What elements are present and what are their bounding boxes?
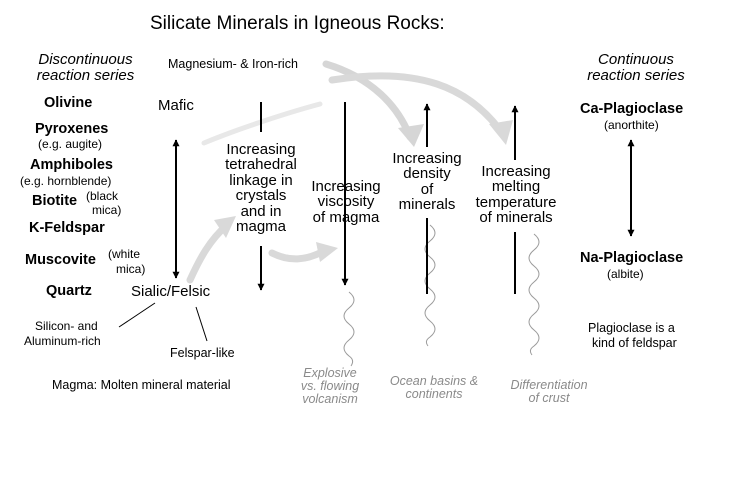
consequence-crust: Differentiation of crust [500,378,598,406]
trend-melting-line2: melting [491,178,541,196]
consequence-ocean-line2: continents [405,387,463,402]
label-felspar-like: Felspar-like [170,346,235,360]
trend-linkage-line6: magma [235,218,287,236]
trend-linkage-line1: Increasing [226,141,296,158]
trend-linkage-line2: tetrahedral [225,156,297,174]
mineral-pyroxenes-note: (e.g. augite) [38,137,103,151]
mineral-quartz: Quartz [46,283,92,299]
trend-viscosity-line1: Increasing [311,178,381,195]
mineral-na-plagioclase-note: (albite) [607,267,644,281]
plagioclase-note-line1: Plagioclase is a [588,321,675,335]
continuous-heading: Continuous reaction series [578,52,694,84]
trend-tetrahedral-linkage: Increasing tetrahedral linkage in crysta… [214,142,308,235]
trend-density: Increasing density of minerals [382,151,472,213]
consequence-volcanism-line3: volcanism [302,392,358,407]
consequence-volcanism-line2: vs. flowing [300,379,360,394]
trend-viscosity-line3: of magma [312,208,380,226]
discontinuous-heading-line1: Discontinuous [38,51,133,68]
mineral-biotite-note2: mica) [92,203,122,217]
mineral-muscovite: Muscovite [25,252,96,268]
mineral-na-plagioclase: Na-Plagioclase [580,250,684,266]
consequence-crust-line2: of crust [528,391,570,406]
leader-felspar-like [195,306,208,342]
trend-density-line3: of [420,180,434,198]
gray-arrow-to-melting [328,72,504,134]
gray-arrow-linkage-to-viscosity [268,248,326,263]
trend-melting-temperature: Increasing melting temperature of minera… [470,164,562,226]
continuous-heading-line2: reaction series [587,66,685,84]
trend-viscosity-line2: viscosity [317,193,375,211]
mineral-muscovite-note1: (white [108,247,141,261]
mineral-muscovite-note2: mica) [116,262,146,276]
label-silicon-aluminum-line2: Aluminum-rich [24,334,101,348]
consequence-ocean-line1: Ocean basins & [389,374,479,388]
diagram-title: Silicate Minerals in Igneous Rocks: [150,13,445,34]
mineral-ca-plagioclase: Ca-Plagioclase [580,101,684,117]
mineral-biotite-note1: (black [86,189,119,203]
mineral-olivine: Olivine [44,95,93,111]
wavy-line-ocean [424,224,436,347]
plagioclase-note-line2: kind of feldspar [592,336,677,350]
wavy-line-volcanism [343,291,355,367]
leader-silicon-aluminum [118,302,156,328]
trend-linkage-line5: and in [240,202,282,220]
label-magnesium-iron-rich: Magnesium- & Iron-rich [168,57,298,71]
consequence-crust-line1: Differentiation [510,378,588,392]
trend-melting-line1: Increasing [481,163,551,180]
trend-linkage-line3: linkage in [229,171,293,189]
gray-arrowhead-density [398,124,424,147]
mineral-amphiboles: Amphiboles [30,157,113,173]
consequence-volcanism: Explosive vs. flowing volcanism [288,366,372,407]
gray-arrowhead-melting [489,120,513,145]
gray-arrow-mafic-diagonal [201,101,323,146]
gray-arrowhead-linkage [214,216,236,238]
mineral-pyroxenes: Pyroxenes [35,121,109,137]
trend-density-line1: Increasing [392,150,462,167]
trend-density-line4: minerals [398,196,456,214]
mineral-biotite: Biotite [32,193,78,209]
trend-density-line2: density [403,165,451,183]
trend-linkage-line4: crystals [235,187,287,205]
discontinuous-heading: Discontinuous reaction series [28,52,143,84]
discontinuous-heading-line2: reaction series [36,66,135,84]
continuous-heading-line1: Continuous [598,51,674,68]
label-mafic: Mafic [158,97,194,114]
mineral-kfeldspar: K-Feldspar [29,220,105,236]
mineral-ca-plagioclase-note: (anorthite) [604,118,659,132]
mineral-amphiboles-note: (e.g. hornblende) [20,174,112,188]
trend-melting-line3: temperature [475,193,557,211]
consequence-volcanism-line1: Explosive [303,366,357,380]
label-silicon-aluminum-line1: Silicon- and [35,319,98,333]
trend-melting-line4: of minerals [479,209,553,227]
label-magma-definition: Magma: Molten mineral material [52,378,231,392]
label-sialic-felsic: Sialic/Felsic [131,283,211,300]
trend-viscosity: Increasing viscosity of magma [302,178,390,226]
gray-arrowhead-viscosity [316,242,338,262]
wavy-line-crust [528,233,540,356]
consequence-ocean-basins: Ocean basins & continents [382,374,486,402]
